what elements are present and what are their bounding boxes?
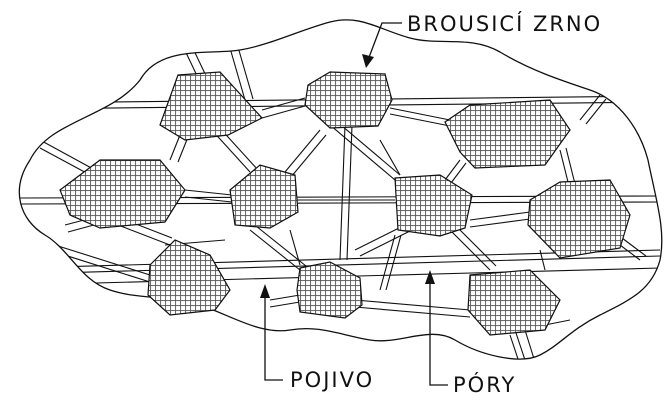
abrasive-grain xyxy=(444,99,571,169)
abrasive-grain xyxy=(229,164,299,229)
binder-leader-line xyxy=(264,296,283,381)
binder-arrowhead xyxy=(260,284,270,298)
abrasive-grain xyxy=(467,269,561,336)
abrasive-grain xyxy=(147,239,231,316)
pores-arrowhead xyxy=(425,270,435,284)
abrasive-grain xyxy=(527,179,631,259)
grain-leader-line xyxy=(367,22,402,61)
abrasive-grains xyxy=(59,71,631,336)
pores-leader-line xyxy=(429,282,448,386)
abrasive-grain xyxy=(394,174,473,237)
abrasive-grain xyxy=(296,261,363,319)
binder-label: POJIVO xyxy=(290,368,374,392)
leader-lines xyxy=(264,22,448,386)
abrasive-grain xyxy=(159,71,263,141)
abrasive-grain xyxy=(304,71,393,129)
grain-arrowhead xyxy=(362,54,374,68)
arrowheads xyxy=(260,54,435,298)
abrasive-grain xyxy=(59,159,186,229)
grain-label: BROUSICÍ ZRNO xyxy=(407,11,602,36)
pores-label: PÓRY xyxy=(453,372,516,397)
